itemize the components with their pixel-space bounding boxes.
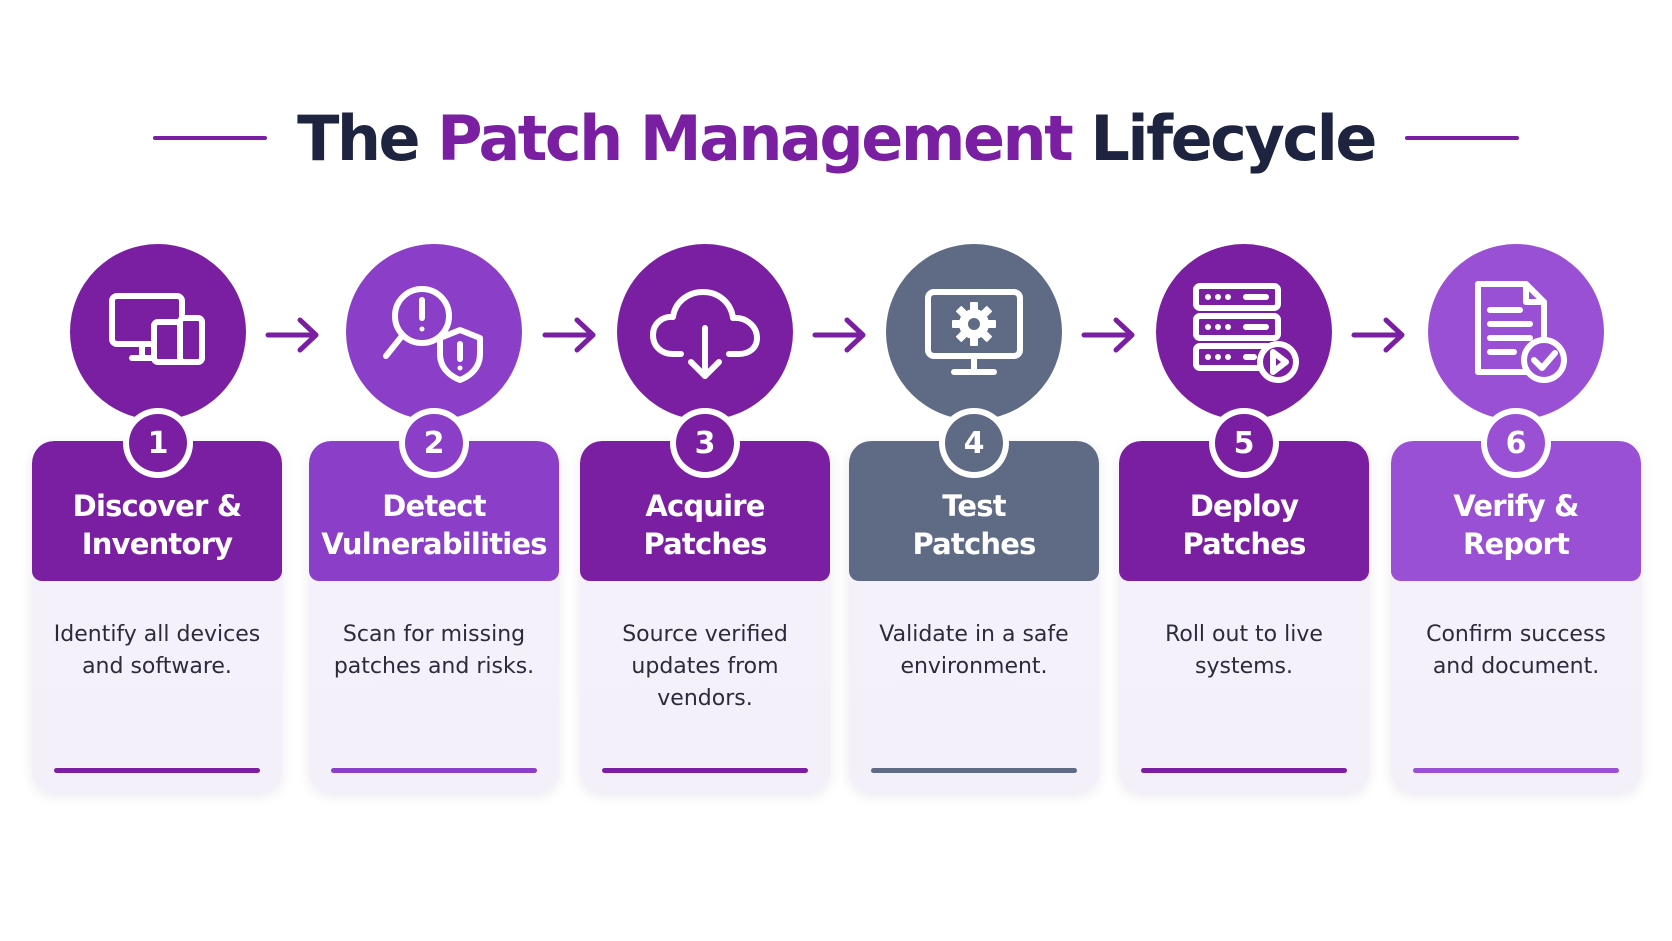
step-4-desc-line2: environment. xyxy=(900,654,1048,679)
step-6-desc-line2: and document. xyxy=(1432,654,1600,679)
step-5-icon-circle xyxy=(1156,244,1332,420)
step-3-card: Acquire Patches Source verified updates … xyxy=(580,441,830,793)
step-2-description: Scan for missing patches and risks. xyxy=(309,619,559,683)
title-part2: Lifecycle xyxy=(1090,101,1377,175)
step-6-desc-line1: Confirm success xyxy=(1426,622,1606,647)
step-4-number: 4 xyxy=(945,414,1003,472)
step-6-badge: 6 xyxy=(1481,408,1551,478)
step-6-number: 6 xyxy=(1487,414,1545,472)
step-1-card: Discover & Inventory Identify all device… xyxy=(32,441,282,793)
step-5-number: 5 xyxy=(1215,414,1273,472)
step-1-description: Identify all devices and software. xyxy=(32,619,282,683)
report-check-icon xyxy=(1475,281,1567,383)
arrow-right-icon xyxy=(1351,317,1405,353)
step-4-desc-line1: Validate in a safe xyxy=(879,622,1069,647)
step-4-description: Validate in a safe environment. xyxy=(849,619,1099,683)
step-4-badge: 4 xyxy=(939,408,1009,478)
step-5-desc-line1: Roll out to live xyxy=(1165,622,1323,647)
step-5-badge: 5 xyxy=(1209,408,1279,478)
step-3-number: 3 xyxy=(676,414,734,472)
step-1-desc-line2: and software. xyxy=(82,654,232,679)
arrow-right-icon xyxy=(542,317,596,353)
step-5-description: Roll out to live systems. xyxy=(1119,619,1369,683)
title-row: The Patch Management Lifecycle xyxy=(0,88,1672,188)
step-1-title-line2: Inventory xyxy=(81,527,233,561)
step-5-card: Deploy Patches Roll out to live systems. xyxy=(1119,441,1369,793)
step-2-desc-line1: Scan for missing xyxy=(342,622,526,647)
devices-icon xyxy=(109,293,205,365)
step-2-number: 2 xyxy=(405,414,463,472)
step-5-title-line2: Patches xyxy=(1182,527,1306,561)
cloud-download-icon xyxy=(650,289,760,379)
title-accent: Patch Management xyxy=(437,101,1074,175)
step-2-card-head: Detect Vulnerabilities xyxy=(309,441,559,581)
step-1-desc-line1: Identify all devices xyxy=(53,622,261,647)
step-4-title-line1: Test xyxy=(942,489,1006,523)
title-part1: The xyxy=(297,101,420,175)
arrow-right-icon xyxy=(265,317,319,353)
step-2-badge: 2 xyxy=(399,408,469,478)
step-3-desc-line1: Source verified xyxy=(622,622,788,647)
step-6-description: Confirm success and document. xyxy=(1391,619,1641,683)
step-1-title-line1: Discover & xyxy=(72,489,242,523)
step-2-title-line1: Detect xyxy=(382,489,486,523)
step-1-number: 1 xyxy=(129,414,187,472)
step-4-card: Test Patches Validate in a safe environm… xyxy=(849,441,1099,793)
step-6-title-line1: Verify & xyxy=(1453,489,1579,523)
step-3-card-bar xyxy=(602,768,808,773)
page-title: The Patch Management Lifecycle xyxy=(297,101,1377,175)
step-3-badge: 3 xyxy=(670,408,740,478)
step-2-card-bar xyxy=(331,768,537,773)
step-6-card-head: Verify & Report xyxy=(1391,441,1641,581)
title-line-left xyxy=(153,136,268,140)
title-line-right xyxy=(1404,136,1519,140)
step-3-title-line1: Acquire xyxy=(645,489,765,523)
step-5-card-bar xyxy=(1141,768,1347,773)
step-4-icon-circle xyxy=(886,244,1062,420)
step-3-desc-line3: vendors. xyxy=(657,686,753,711)
server-deploy-icon xyxy=(1193,283,1299,383)
vulnerability-scan-icon xyxy=(383,286,483,383)
step-1-card-bar xyxy=(54,768,260,773)
step-6-icon-circle xyxy=(1428,244,1604,420)
step-4-card-bar xyxy=(871,768,1077,773)
step-2-card: Detect Vulnerabilities Scan for missing … xyxy=(309,441,559,793)
arrow-right-icon xyxy=(1081,317,1135,353)
monitor-gear-icon xyxy=(925,289,1023,375)
step-6-title-line2: Report xyxy=(1462,527,1570,561)
step-6-card-bar xyxy=(1413,768,1619,773)
step-2-title-line2: Vulnerabilities xyxy=(321,527,547,561)
step-3-title-line2: Patches xyxy=(643,527,767,561)
step-5-desc-line2: systems. xyxy=(1195,654,1293,679)
step-1-badge: 1 xyxy=(123,408,193,478)
step-2-icon-circle xyxy=(346,244,522,420)
step-5-title-line1: Deploy xyxy=(1189,489,1299,523)
step-2-desc-line2: patches and risks. xyxy=(333,654,535,679)
arrow-right-icon xyxy=(812,317,866,353)
step-1-icon-circle xyxy=(70,244,246,420)
step-6-card: Verify & Report Confirm success and docu… xyxy=(1391,441,1641,793)
step-3-icon-circle xyxy=(617,244,793,420)
step-3-description: Source verified updates from vendors. xyxy=(580,619,830,715)
step-4-title-line2: Patches xyxy=(912,527,1036,561)
step-3-desc-line2: updates from xyxy=(631,654,779,679)
